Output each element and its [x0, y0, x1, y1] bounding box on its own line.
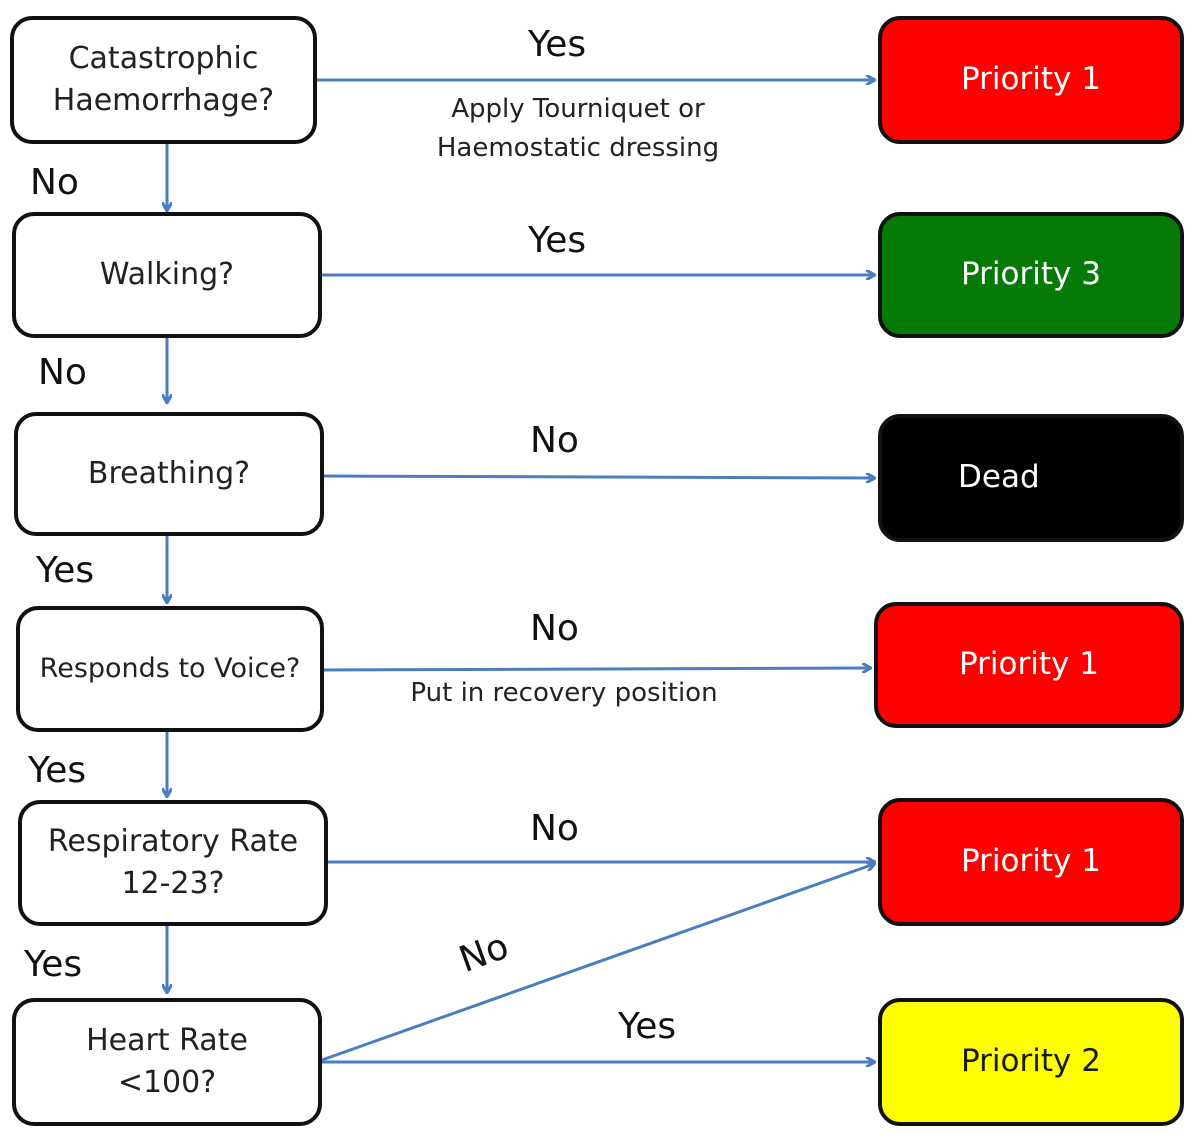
arrow-voice-to-priority-1 [323, 668, 870, 670]
question-catastrophic-haemorrhage: Catastrophic Haemorrhage? [10, 16, 317, 144]
outcome-dead-text: Dead [958, 459, 1040, 496]
arrow-heart-rate-no-to-priority-1 [321, 864, 874, 1062]
label-voice-yes: Yes [28, 750, 87, 791]
question-catastrophic-haemorrhage-text: Catastrophic Haemorrhage? [52, 41, 275, 118]
label-breathing-yes: Yes [36, 550, 95, 591]
question-breathing-text: Breathing? [87, 456, 251, 491]
label-resp-rate-no: No [530, 808, 579, 849]
outcome-priority-1-haemorrhage: Priority 1 [878, 16, 1184, 144]
question-breathing: Breathing? [14, 412, 324, 536]
question-heart-rate: Heart Rate <100? [12, 998, 322, 1126]
question-walking: Walking? [12, 212, 322, 338]
label-breathing-no: No [530, 420, 579, 461]
question-responds-to-voice: Responds to Voice? [16, 606, 324, 732]
question-responds-to-voice-text: Responds to Voice? [39, 653, 301, 685]
outcome-priority-3-text: Priority 3 [961, 256, 1101, 293]
label-walking-yes: Yes [528, 220, 587, 261]
question-respiratory-rate-text: Respiratory Rate 12-23? [47, 824, 299, 901]
outcome-priority-2-text: Priority 2 [961, 1043, 1101, 1080]
question-respiratory-rate: Respiratory Rate 12-23? [18, 800, 328, 926]
outcome-dead: Dead [878, 414, 1184, 542]
label-haemorrhage-no: No [30, 162, 79, 203]
question-heart-rate-text: Heart Rate <100? [86, 1023, 248, 1100]
label-resp-rate-yes: Yes [24, 944, 83, 985]
label-heart-rate-yes: Yes [618, 1006, 677, 1047]
note-recovery-position: Put in recovery position [410, 678, 718, 708]
outcome-priority-1-haemorrhage-text: Priority 1 [961, 61, 1101, 98]
outcome-priority-1-respiratory: Priority 1 [878, 798, 1184, 926]
label-walking-no: No [38, 352, 87, 393]
outcome-priority-1-voice: Priority 1 [874, 602, 1184, 728]
outcome-priority-3: Priority 3 [878, 212, 1184, 338]
label-voice-no: No [530, 608, 579, 649]
arrow-breathing-to-dead [323, 476, 874, 478]
outcome-priority-2: Priority 2 [878, 998, 1184, 1126]
question-walking-text: Walking? [99, 257, 235, 292]
outcome-priority-1-voice-text: Priority 1 [959, 646, 1099, 683]
outcome-priority-1-respiratory-text: Priority 1 [961, 843, 1101, 880]
note-apply-tourniquet: Apply Tourniquet or Haemostatic dressing [436, 94, 720, 163]
label-haemorrhage-yes: Yes [528, 24, 587, 65]
